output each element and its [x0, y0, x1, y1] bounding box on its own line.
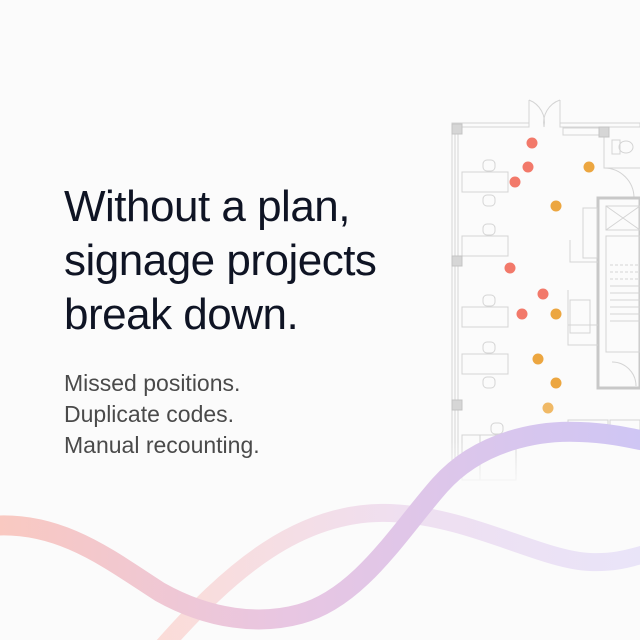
- marker-red: [522, 161, 534, 173]
- stair-door-arc: [611, 361, 637, 387]
- headline-line-2: signage projects: [64, 236, 377, 285]
- problem-item-duplicate-codes: Duplicate codes.: [64, 401, 235, 427]
- problem-list: Missed positions. Duplicate codes. Manua…: [64, 368, 260, 461]
- pillar: [451, 255, 463, 267]
- pillar: [598, 126, 610, 138]
- problem-item-manual-recounting: Manual recounting.: [64, 432, 260, 458]
- signage-markers: [504, 137, 595, 414]
- door-arc-right: [543, 99, 561, 128]
- chair: [482, 194, 496, 207]
- marker-orange: [532, 353, 544, 365]
- desk: [461, 171, 509, 193]
- problem-item-missed-positions: Missed positions.: [64, 370, 241, 396]
- wave-front: [0, 421, 640, 630]
- marker-red: [504, 262, 516, 274]
- headline-line-3: break down.: [64, 290, 299, 339]
- chair: [482, 376, 496, 389]
- marker-red: [509, 176, 521, 188]
- chair: [482, 341, 496, 354]
- marker-orange: [542, 402, 554, 414]
- chair: [482, 159, 496, 172]
- desk: [461, 353, 509, 375]
- pillar: [451, 399, 463, 411]
- door-arc-left: [528, 99, 545, 128]
- marker-red: [537, 288, 549, 300]
- desk: [461, 235, 509, 257]
- pillar: [451, 123, 463, 135]
- marker-red: [516, 308, 528, 320]
- marker-orange: [550, 308, 562, 320]
- desk: [461, 306, 509, 328]
- restroom-door-arc: [603, 167, 635, 199]
- chair: [482, 294, 496, 307]
- chair: [490, 422, 504, 435]
- headline: Without a plan, signage projects break d…: [64, 180, 377, 342]
- toilet-bowl: [618, 140, 634, 154]
- marker-orange: [550, 377, 562, 389]
- toilet-tank: [611, 139, 621, 155]
- marker-orange: [583, 161, 595, 173]
- chair: [482, 223, 496, 236]
- headline-line-1: Without a plan,: [64, 182, 351, 231]
- wave-back: [156, 503, 640, 640]
- marker-red: [526, 137, 538, 149]
- elevator: [605, 205, 640, 231]
- marker-orange: [550, 200, 562, 212]
- stair-core: [596, 196, 640, 390]
